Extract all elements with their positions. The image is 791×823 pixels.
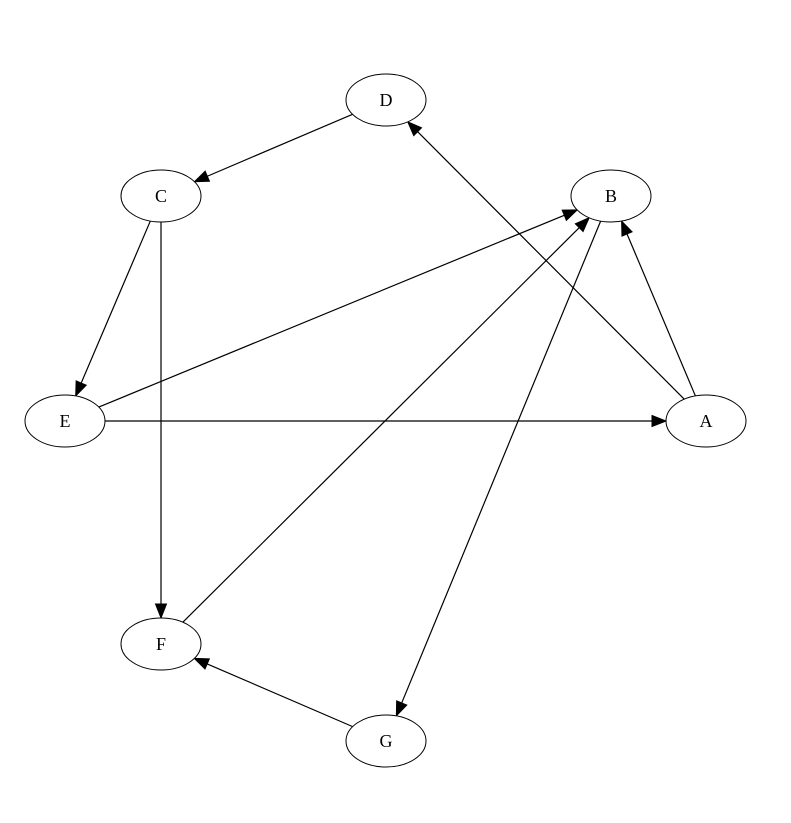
node-c: C	[120, 169, 202, 223]
node-ellipse	[120, 169, 202, 223]
edge-a-to-b	[621, 219, 696, 397]
edge-line	[207, 113, 353, 177]
edge-line	[80, 220, 151, 384]
edge-f-to-b	[182, 216, 591, 623]
node-ellipse	[120, 617, 202, 671]
arrowhead-icon	[406, 120, 423, 137]
edge-c-to-e	[75, 220, 151, 398]
node-ellipse	[570, 169, 652, 223]
node-label: E	[60, 411, 71, 431]
edge-a-to-d	[406, 120, 685, 400]
node-ellipse	[345, 714, 427, 768]
node-label: C	[155, 186, 167, 206]
node-f: F	[120, 617, 202, 671]
node-label: G	[380, 731, 393, 751]
node-g: G	[345, 714, 427, 768]
arrowhead-icon	[621, 219, 633, 237]
edges-layer	[75, 113, 696, 728]
edge-line	[626, 233, 696, 397]
edge-e-to-a	[105, 414, 668, 428]
edge-line	[182, 227, 580, 623]
edge-line	[206, 663, 353, 728]
edge-line	[417, 131, 685, 400]
node-label: D	[380, 90, 393, 110]
node-ellipse	[665, 394, 747, 448]
arrowhead-icon	[651, 414, 668, 428]
arrowhead-icon	[193, 170, 211, 183]
arrowhead-icon	[395, 700, 408, 718]
arrowhead-icon	[75, 380, 88, 398]
node-label: F	[156, 634, 166, 654]
edge-line	[98, 214, 565, 408]
arrowhead-icon	[561, 209, 579, 222]
node-e: E	[24, 394, 106, 448]
node-d: D	[345, 73, 427, 127]
edge-c-to-f	[154, 222, 168, 620]
edge-b-to-g	[395, 220, 602, 718]
edge-e-to-b	[98, 209, 579, 408]
node-label: A	[700, 411, 713, 431]
node-ellipse	[24, 394, 106, 448]
arrowhead-icon	[154, 603, 168, 620]
edge-line	[401, 220, 602, 704]
node-a: A	[665, 394, 747, 448]
node-ellipse	[345, 73, 427, 127]
nodes-layer: A B C D E F G	[24, 73, 747, 768]
edge-g-to-f	[193, 657, 353, 728]
arrowhead-icon	[193, 657, 211, 670]
node-b: B	[570, 169, 652, 223]
node-label: B	[605, 186, 617, 206]
edge-d-to-c	[193, 113, 353, 183]
arrowhead-icon	[574, 216, 591, 233]
